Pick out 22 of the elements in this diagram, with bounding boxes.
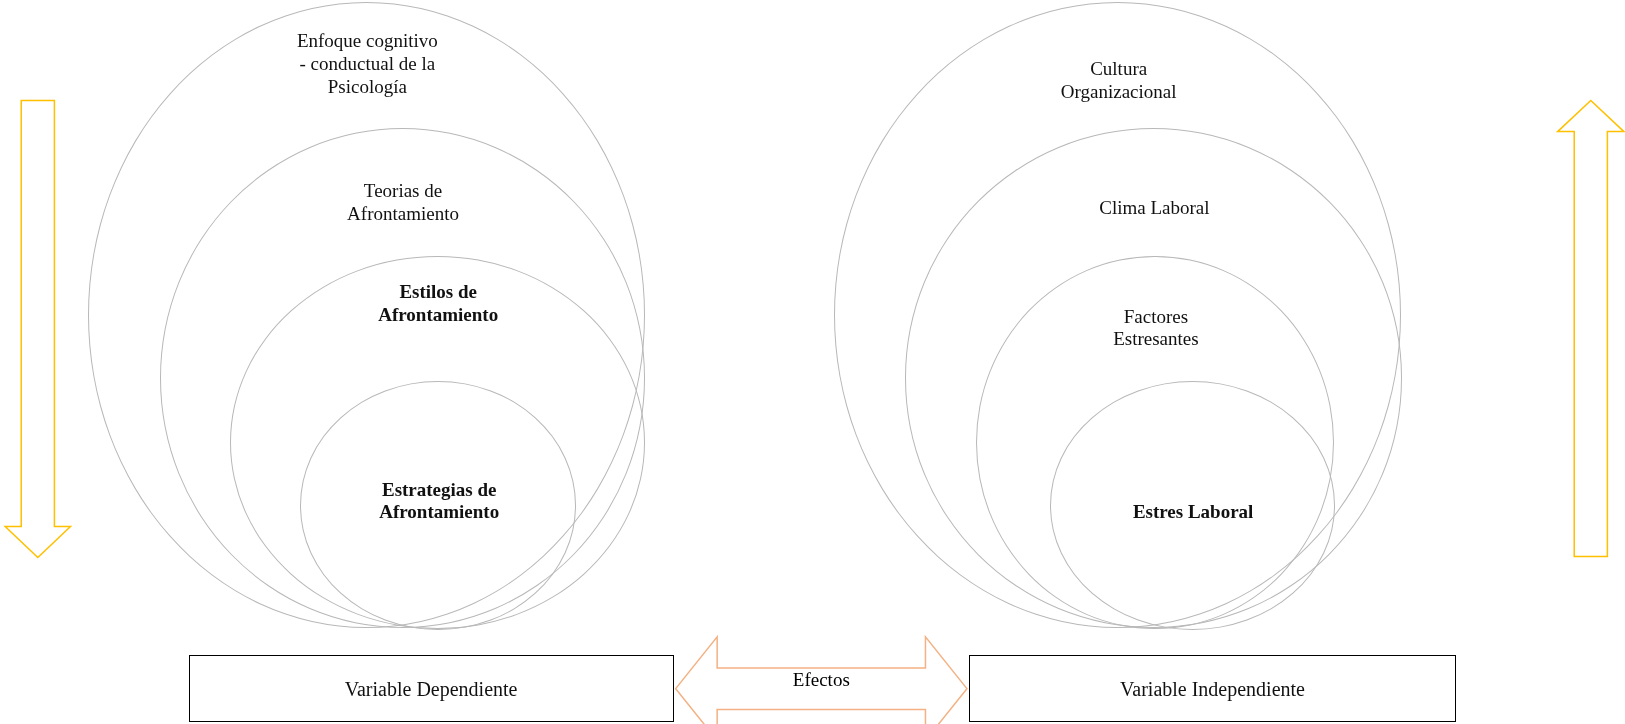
circle [904, 128, 1403, 628]
circle [300, 381, 577, 630]
circle-label: Cultura Organizacional [1059, 58, 1178, 104]
variable-box [969, 654, 1457, 723]
circle-label: Clima Laboral [1098, 196, 1211, 220]
circle-label: Estres Laboral [1131, 501, 1255, 525]
circle [976, 255, 1334, 629]
double-arrow [674, 634, 968, 724]
box-label: Variable Independiente [1120, 676, 1305, 701]
edge-label: Efectos [792, 669, 850, 692]
circle [1049, 381, 1335, 630]
circle [159, 128, 645, 628]
circle [834, 2, 1402, 628]
circle-label: Enfoque cognitivo - conductual de la Psicología [295, 30, 439, 99]
box-label: Variable Dependiente [344, 676, 518, 701]
circle-label: Estilos de Afrontamiento [377, 280, 500, 327]
circle [229, 255, 645, 629]
circle-label: Teorias de Afrontamiento [346, 180, 460, 226]
circle-label: Estrategias de Afrontamiento [378, 478, 501, 525]
circle-label: Factores Estresantes [1112, 305, 1200, 352]
variable-box [188, 654, 674, 723]
circle [88, 2, 645, 628]
